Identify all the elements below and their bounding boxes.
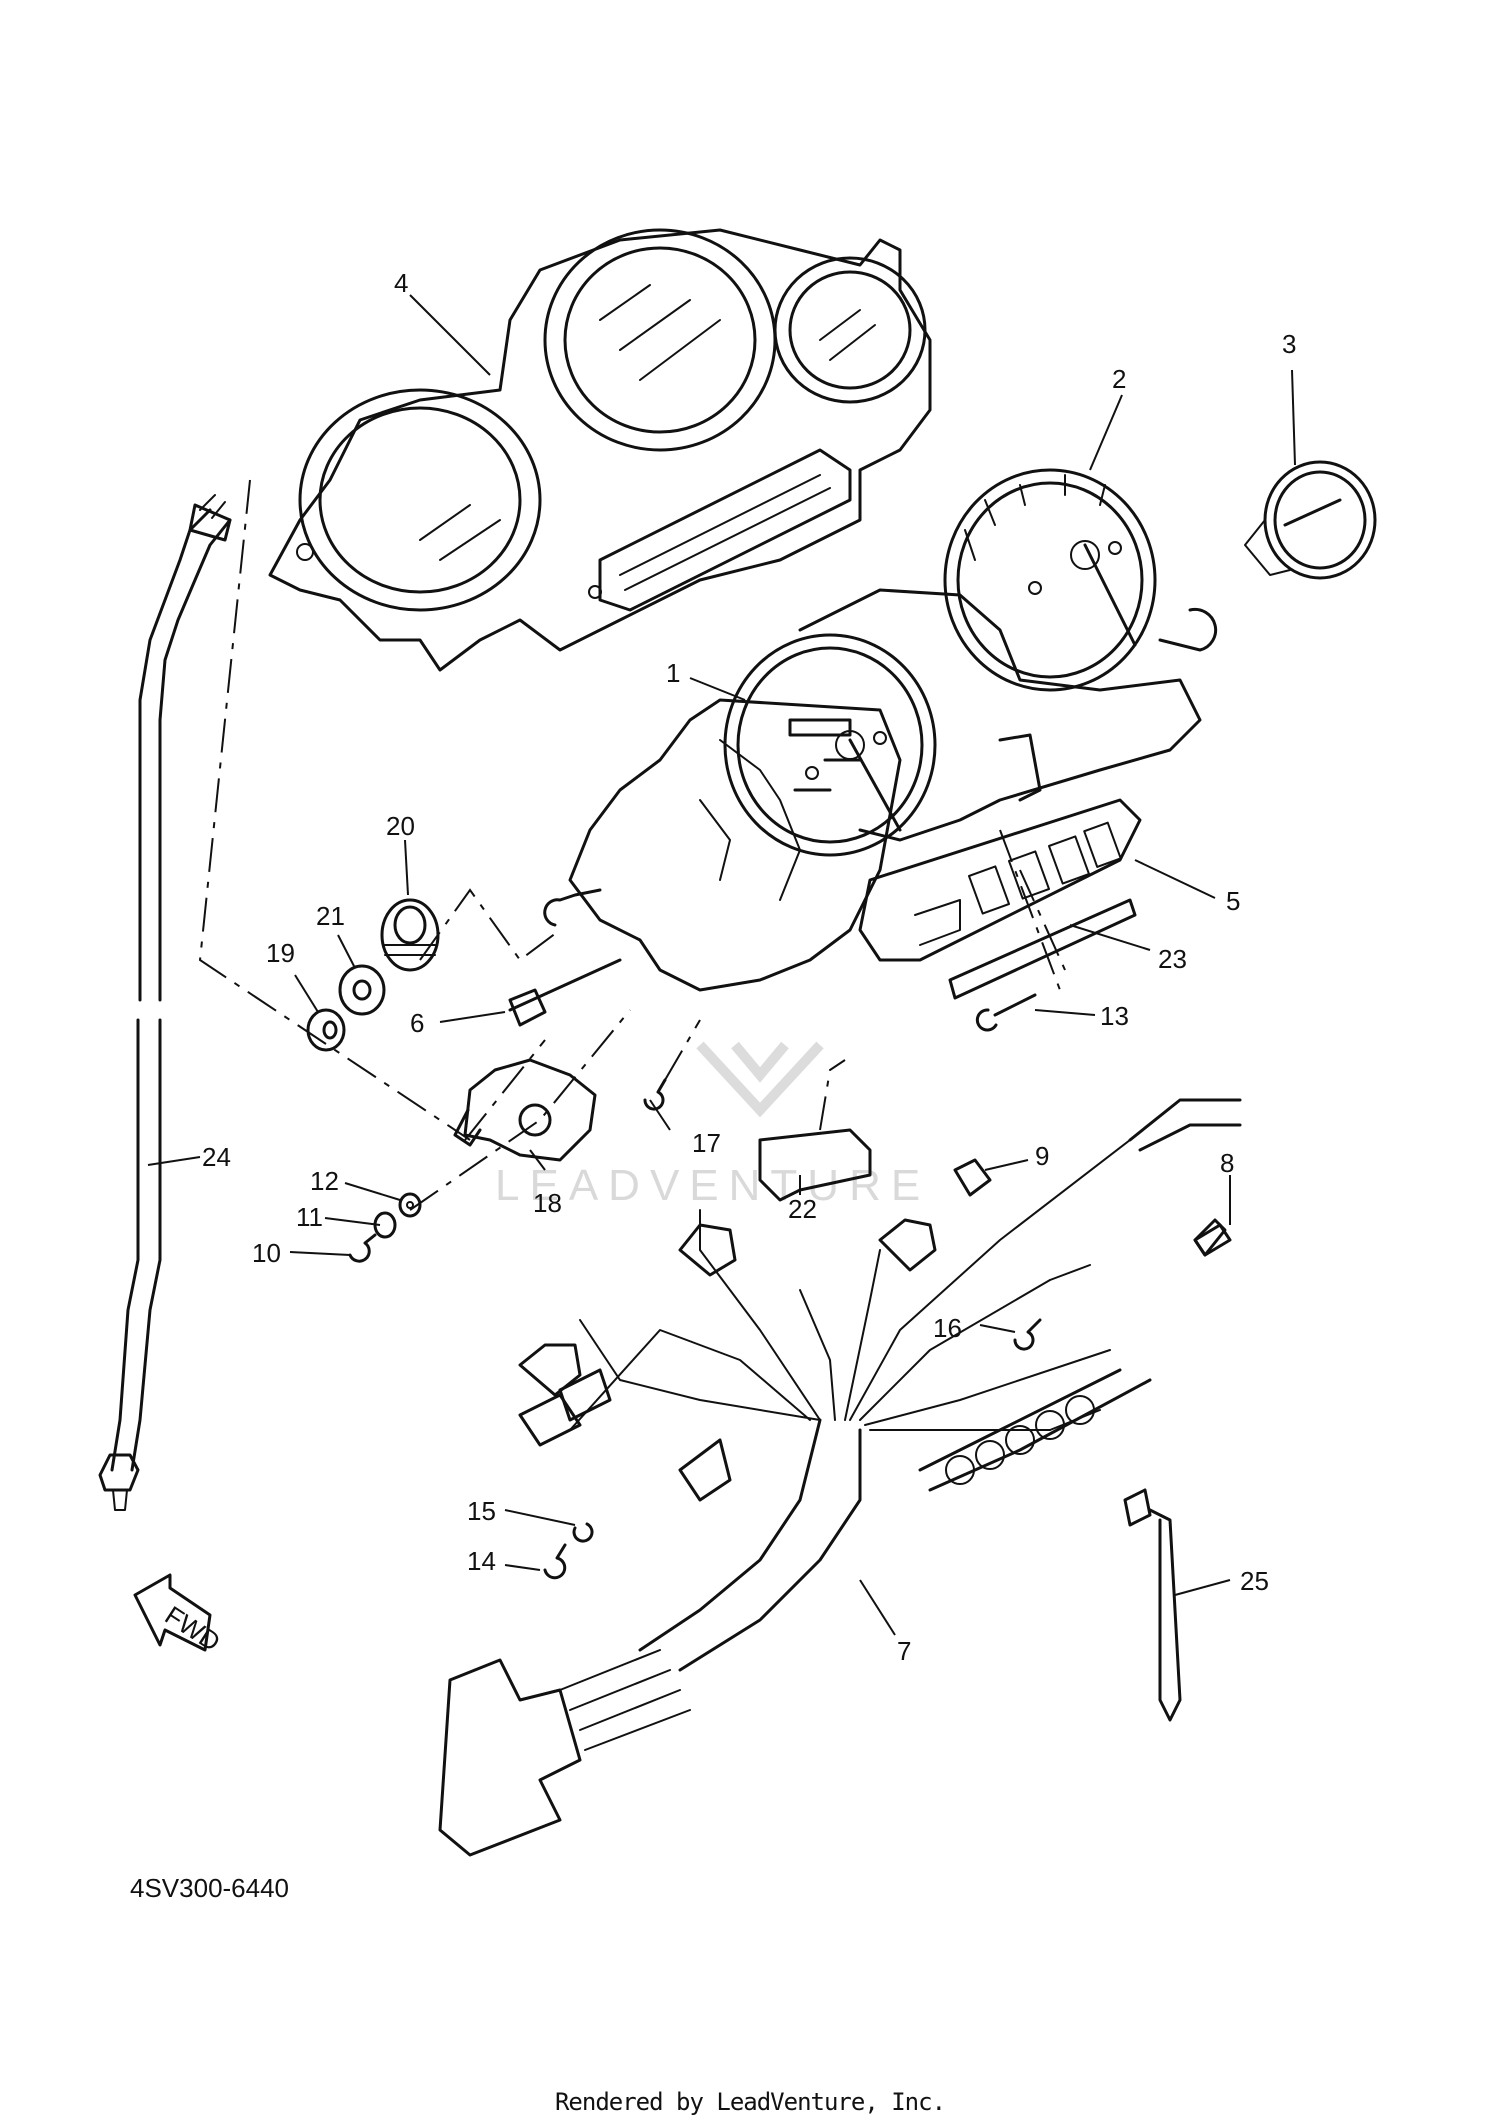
tachometer bbox=[943, 468, 1218, 692]
leader-lines bbox=[147, 294, 1296, 1636]
cable-tie bbox=[1123, 1488, 1182, 1722]
callout-7: 7 bbox=[897, 1636, 911, 1666]
callout-15: 15 bbox=[467, 1496, 496, 1526]
callout-16: 16 bbox=[933, 1313, 962, 1343]
screw-17 bbox=[643, 1078, 667, 1111]
cable-bolt bbox=[508, 958, 622, 1027]
bulb-8 bbox=[1193, 1223, 1232, 1257]
callout-9: 9 bbox=[1035, 1141, 1049, 1171]
damper-21 bbox=[338, 964, 386, 1016]
callout-11: 11 bbox=[296, 1202, 323, 1232]
screw-14 bbox=[543, 1543, 567, 1580]
callout-17: 17 bbox=[692, 1128, 721, 1158]
callout-23: 23 bbox=[1158, 944, 1187, 974]
pad-22 bbox=[758, 1128, 872, 1202]
callout-2: 2 bbox=[1112, 364, 1126, 394]
wire-harness bbox=[438, 1098, 1242, 1857]
meter-cover bbox=[268, 228, 932, 672]
diagram-code: 4SV300-6440 bbox=[130, 1873, 290, 1903]
speedometer-cable bbox=[98, 494, 232, 1511]
watermark-text: LEADVENTURE bbox=[495, 1161, 930, 1210]
callout-20: 20 bbox=[386, 811, 415, 841]
washer-15 bbox=[572, 1522, 594, 1543]
assembly-lines bbox=[198, 479, 1066, 1211]
watermark: LEADVENTURE bbox=[495, 1041, 930, 1210]
screw-10 bbox=[348, 1233, 377, 1263]
callout-12: 12 bbox=[310, 1166, 339, 1196]
callout-18: 18 bbox=[533, 1188, 562, 1218]
screw-13 bbox=[975, 993, 1037, 1032]
bulb-9 bbox=[953, 1158, 992, 1197]
callout-4: 4 bbox=[394, 268, 408, 298]
nut-12 bbox=[398, 1192, 422, 1218]
sensor-bracket bbox=[453, 1058, 597, 1162]
callout-1: 1 bbox=[666, 658, 680, 688]
speedometer bbox=[723, 633, 937, 857]
callout-24: 24 bbox=[202, 1142, 231, 1172]
callout-21: 21 bbox=[316, 901, 345, 931]
render-credit: Rendered by LeadVenture, Inc. bbox=[554, 2088, 946, 2116]
callout-8: 8 bbox=[1220, 1148, 1234, 1178]
collar-19 bbox=[306, 1008, 346, 1052]
callout-6: 6 bbox=[410, 1008, 424, 1038]
fwd-label: FWD bbox=[160, 1600, 226, 1657]
grommet-20 bbox=[380, 898, 440, 972]
screw-16 bbox=[1013, 1318, 1042, 1351]
callout-22: 22 bbox=[788, 1194, 817, 1224]
callout-3: 3 bbox=[1282, 329, 1296, 359]
callout-5: 5 bbox=[1226, 886, 1240, 916]
callout-25: 25 bbox=[1240, 1566, 1269, 1596]
seal-strip bbox=[948, 898, 1137, 1000]
callout-13: 13 bbox=[1100, 1001, 1129, 1031]
callout-10: 10 bbox=[252, 1238, 281, 1268]
indicator-panel bbox=[858, 798, 1142, 962]
callout-14: 14 bbox=[467, 1546, 496, 1576]
callout-labels: 4 2 3 1 5 23 13 6 17 18 22 9 8 16 7 15 1… bbox=[202, 268, 1296, 1666]
callout-19: 19 bbox=[266, 938, 295, 968]
fwd-arrow[interactable]: FWD bbox=[133, 1573, 226, 1657]
meter-housing bbox=[543, 588, 1202, 992]
fuel-gauge bbox=[1244, 460, 1377, 580]
